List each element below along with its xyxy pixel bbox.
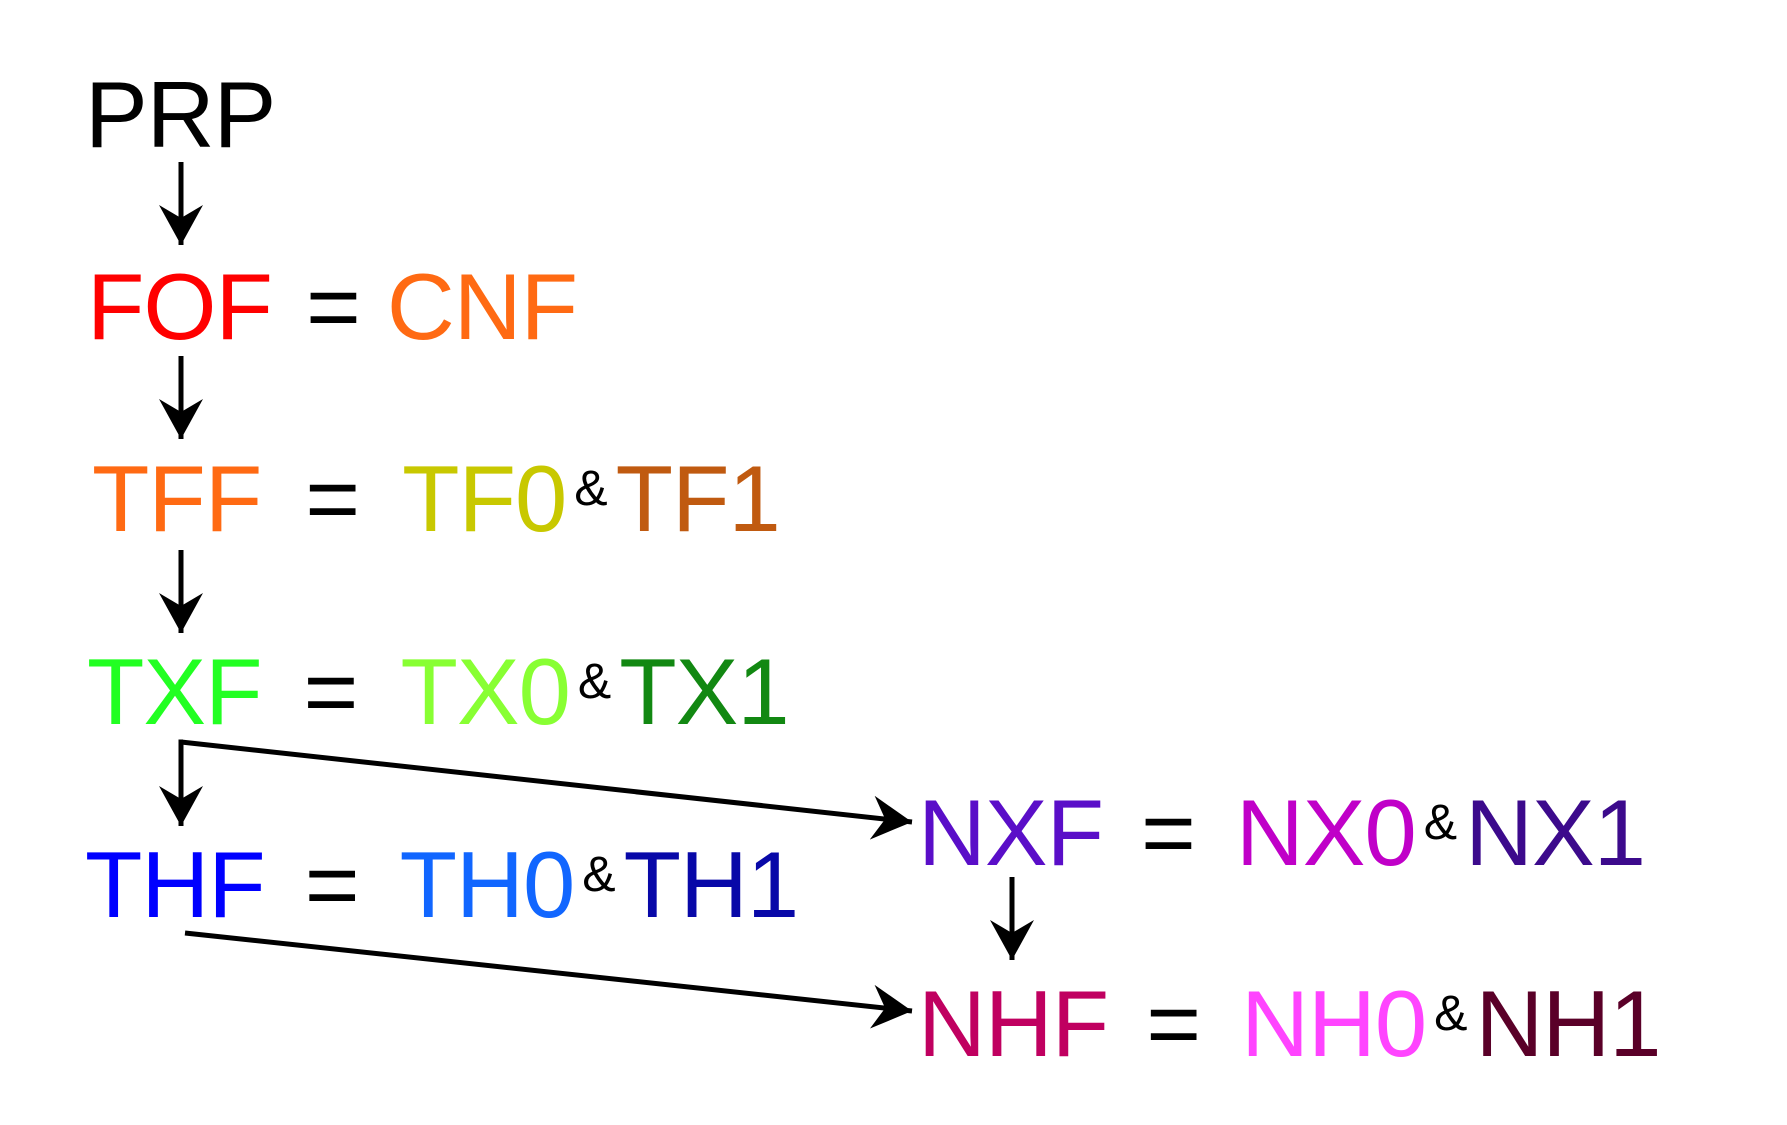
row-prp: PRP (85, 62, 276, 167)
and-sign: & (1423, 794, 1458, 850)
row-tff: TFF = TF0 & TF1 (92, 446, 781, 551)
node-nx1: NX1 (1465, 780, 1646, 885)
node-th1: TH1 (623, 832, 800, 937)
node-nx0: NX0 (1235, 780, 1417, 885)
equals-sign: = (304, 832, 360, 937)
node-tx0: TX0 (400, 639, 570, 744)
node-tx1: TX1 (619, 639, 789, 744)
node-tff: TFF (92, 446, 262, 551)
node-txf: TXF (87, 639, 263, 744)
node-nxf: NXF (918, 780, 1104, 885)
equals-sign: = (1141, 780, 1196, 885)
row-nhf: NHF = NH0 & NH1 (918, 971, 1662, 1076)
arrow-thf-to-nhf (184, 930, 913, 1029)
row-thf: THF = TH0 & TH1 (85, 832, 800, 937)
node-cnf: CNF (386, 254, 578, 359)
equals-sign: = (1146, 971, 1202, 1076)
node-tf0: TF0 (402, 446, 567, 551)
equals-sign: = (303, 639, 359, 744)
node-fof: FOF (87, 254, 273, 359)
arrow-txf-to-nxf (180, 739, 913, 840)
arrow-txf-to-thf (159, 739, 203, 826)
and-sign: & (574, 460, 608, 516)
node-prp: PRP (85, 62, 276, 167)
row-fof: FOF = CNF (87, 254, 578, 359)
node-th0: TH0 (399, 832, 576, 937)
and-sign: & (577, 653, 612, 709)
node-tf1: TF1 (615, 446, 781, 551)
equals-sign: = (305, 254, 361, 359)
row-txf: TXF = TX0 & TX1 (87, 639, 790, 744)
node-nh1: NH1 (1475, 971, 1662, 1076)
and-sign: & (1434, 985, 1468, 1041)
row-nxf: NXF = NX0 & NX1 (918, 780, 1646, 885)
node-thf: THF (85, 832, 266, 937)
node-nh0: NH0 (1241, 971, 1427, 1076)
node-nhf: NHF (918, 971, 1109, 1076)
equals-sign: = (305, 446, 361, 551)
and-sign: & (582, 846, 616, 902)
